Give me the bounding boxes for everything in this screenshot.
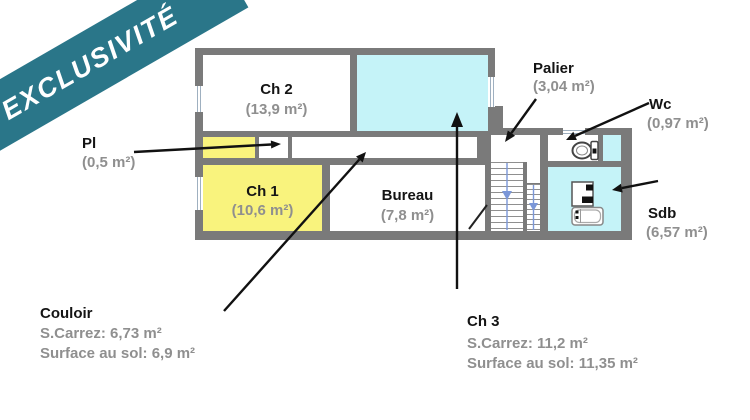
window xyxy=(563,128,585,135)
wall-segment xyxy=(485,165,491,231)
wall-segment xyxy=(598,135,603,161)
wall-segment xyxy=(322,165,330,231)
bureau-label: Bureau xyxy=(381,187,434,204)
wall-segment xyxy=(195,231,632,240)
wall-segment xyxy=(288,137,292,158)
wall-segment xyxy=(540,131,548,231)
wc-area: (0,97 m²) xyxy=(647,115,709,132)
room-sdb-fill xyxy=(548,167,621,231)
wall-segment xyxy=(621,128,632,236)
ch1-area: (10,6 m²) xyxy=(231,202,294,219)
ch3-label: Ch 3 xyxy=(467,313,500,330)
wc-label: Wc xyxy=(649,96,672,113)
ch2-label: Ch 2 xyxy=(260,81,293,98)
wall-segment xyxy=(495,106,503,131)
room-shower-fill xyxy=(603,135,621,161)
ch3-surface: Surface au sol: 11,35 m² xyxy=(467,355,638,372)
banner-label: EXCLUSIVITÉ xyxy=(0,0,184,126)
wall-segment xyxy=(203,131,488,137)
wall-segment xyxy=(350,55,357,131)
ch3-carrez: S.Carrez: 11,2 m² xyxy=(467,335,588,352)
wall-segment xyxy=(548,161,621,167)
wall-segment xyxy=(255,137,259,158)
palier-area: (3,04 m²) xyxy=(533,78,595,95)
toilet-icon xyxy=(571,140,599,161)
sdb-label: Sdb xyxy=(648,205,677,222)
sdb-area: (6,57 m²) xyxy=(646,224,708,241)
wall-segment xyxy=(488,128,632,135)
wall-segment xyxy=(195,48,495,55)
bureau-area: (7,8 m²) xyxy=(380,207,435,224)
pl-area: (0,5 m²) xyxy=(82,154,136,171)
window xyxy=(195,177,203,210)
room-closet-fill xyxy=(203,137,255,158)
window xyxy=(488,77,495,107)
wall-segment xyxy=(523,162,527,231)
ch1-label: Ch 1 xyxy=(246,183,279,200)
couloir-carrez: S.Carrez: 6,73 m² xyxy=(40,325,162,342)
palier-arrow xyxy=(505,98,537,142)
window xyxy=(195,86,203,112)
palier-label: Palier xyxy=(533,60,574,77)
ch2-area: (13,9 m²) xyxy=(245,101,308,118)
couloir-surface: Surface au sol: 6,9 m² xyxy=(40,345,196,362)
pl-label: Pl xyxy=(82,135,97,152)
wall-segment xyxy=(527,183,540,184)
wall-segment xyxy=(195,48,203,239)
wall-segment xyxy=(477,131,491,165)
couloir-label: Couloir xyxy=(40,305,93,322)
wall-segment xyxy=(203,158,491,165)
staircase-main xyxy=(491,162,523,231)
staircase-narrow xyxy=(527,184,540,231)
room-ch3-fill xyxy=(357,55,488,131)
